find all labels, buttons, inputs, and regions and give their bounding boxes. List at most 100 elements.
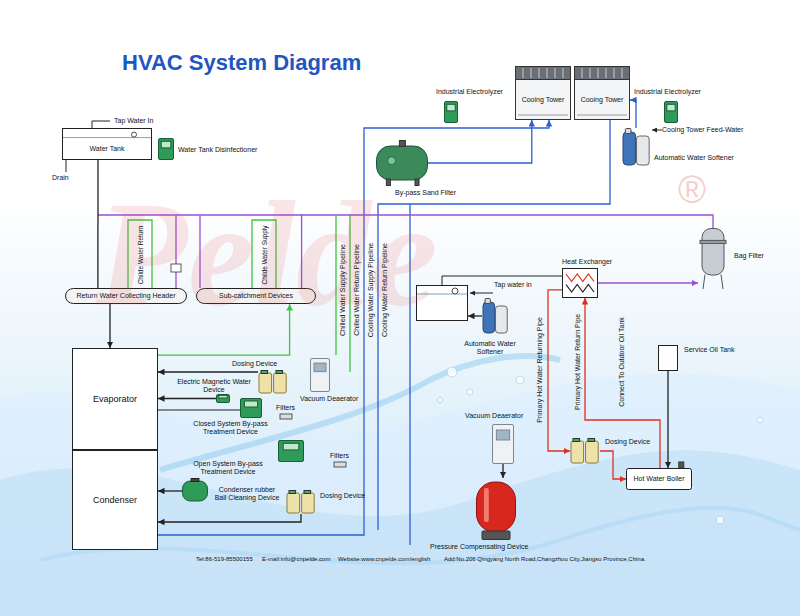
flange <box>700 240 726 243</box>
equipment-label: Automatic Water Softener <box>462 340 518 356</box>
pipe-connector <box>158 490 182 491</box>
water-swoosh <box>160 356 560 470</box>
chemical-tank <box>259 373 272 393</box>
equipment-node: Water Tank <box>62 128 152 160</box>
control-panel <box>496 430 509 440</box>
chemical-tank <box>302 493 315 513</box>
tap-water-arrow <box>470 293 493 294</box>
dosing-pump <box>289 491 296 494</box>
vessel-outline <box>659 346 678 371</box>
equipment-outline <box>664 101 678 123</box>
pump-base <box>482 531 510 540</box>
filter-symbol <box>280 414 292 419</box>
pipe-connector <box>158 514 301 522</box>
equipment-label: Dosing Device <box>605 438 650 446</box>
pipe-label: Primary Hot Water Return Pipe <box>574 314 582 410</box>
fan-grille <box>590 68 591 78</box>
equipment-node: Vacuum Deaerator <box>310 358 330 392</box>
equipment-node: Service Oil Tank <box>658 345 678 371</box>
pipe-label: Childe Water Return <box>137 226 144 285</box>
chemical-tank <box>274 373 287 393</box>
equipment-label: Bag Filter <box>734 252 764 260</box>
pipe-label: Cooling Water Return Pipeline <box>381 243 389 337</box>
equipment-outline <box>258 370 288 394</box>
device-panel <box>283 443 299 450</box>
equipment-node: Condenser <box>72 450 158 550</box>
equipment-node: Dosing Device <box>286 490 316 514</box>
fan-grille <box>531 68 532 78</box>
annotation: Tel:86-519-85500155 <box>196 556 253 563</box>
pipe-connector <box>667 371 668 468</box>
node-label: Cooing Tower <box>522 96 565 104</box>
deaerator-cabinet <box>493 425 514 464</box>
pipe-connector <box>428 120 532 163</box>
dosing-pump <box>261 371 268 374</box>
equipment-outline <box>698 228 728 290</box>
control-valve <box>625 129 631 134</box>
annotation: Website:www.cnpelde.com/english <box>338 556 430 563</box>
pipe-connector <box>548 290 570 451</box>
fan-grille <box>582 68 583 78</box>
equipment-node: Open System By-pass Treatment Device <box>278 440 304 462</box>
equipment-node: Electric Magnetic Water Device <box>216 394 230 403</box>
equipment-label: Automatic Water Softener <box>654 154 734 162</box>
float-ball <box>452 288 458 294</box>
leg <box>386 179 390 186</box>
equipment-outline <box>278 440 304 462</box>
equipment-node: Pressure Compensating Device <box>476 478 516 540</box>
equipment-node: Evaporator <box>72 348 158 450</box>
equipment-outline <box>515 66 571 120</box>
equipment-outline <box>574 66 630 120</box>
flue <box>679 462 684 468</box>
filter-symbol <box>334 462 346 467</box>
annotation: Drain <box>52 174 69 182</box>
equipment-node: Water Tank Disinfectioner <box>158 138 174 160</box>
control-panel <box>314 363 326 372</box>
bubble <box>438 398 443 403</box>
equipment-node: Industrial Electrolyzer <box>664 101 678 123</box>
node-label: Sub-catchment Devices <box>219 292 293 300</box>
pipe-connector <box>158 398 216 399</box>
equipment-label: Pressure Compensating Device <box>430 543 528 551</box>
fan-grille <box>547 68 548 78</box>
pipe-label: Primary Hot Water Returning Pipe <box>536 317 544 423</box>
bubbles <box>438 367 764 524</box>
bubble <box>716 516 724 524</box>
fan-grille <box>614 68 615 78</box>
inlet <box>399 141 405 147</box>
filter-vessel <box>377 146 428 180</box>
equipment-outline <box>570 438 600 464</box>
equipment-node: Dosing Device <box>258 370 288 394</box>
equipment-outline <box>622 128 650 166</box>
heating-coil <box>566 285 594 293</box>
device-cabinet <box>217 395 230 403</box>
device-panel <box>219 395 227 398</box>
equipment-label: Service Oil Tank <box>684 346 734 354</box>
fan-grille <box>598 68 599 78</box>
equipment-label: Dosing Device <box>320 492 365 500</box>
float-ball <box>132 132 137 137</box>
pipe-label: Childe Water Supply <box>261 225 268 284</box>
feed-water-arrow <box>652 130 662 131</box>
brine-tank <box>496 306 508 333</box>
pipe-connector <box>598 282 698 283</box>
water-level <box>63 137 151 138</box>
device-panel <box>244 401 257 407</box>
annotation: Cooing Tower Feed-Water <box>662 126 743 134</box>
node-label: Cooing Tower <box>581 96 624 104</box>
equipment-outline <box>286 490 316 514</box>
equipment-node: Automatic Water Softener <box>622 128 650 166</box>
device-cabinet <box>665 102 678 123</box>
device-cabinet <box>279 441 304 462</box>
pipe-connector <box>158 371 258 372</box>
equipment-outline <box>562 268 598 298</box>
equipment-node: Cooing Tower <box>515 66 571 120</box>
chemical-tank <box>586 441 599 463</box>
equipment-label: Open System By-pass Treatment Device <box>183 460 273 476</box>
equipment-node: Dosing Device <box>570 438 600 464</box>
tank-body <box>63 129 152 160</box>
ball-collector <box>183 481 208 501</box>
device-panel <box>447 104 455 111</box>
